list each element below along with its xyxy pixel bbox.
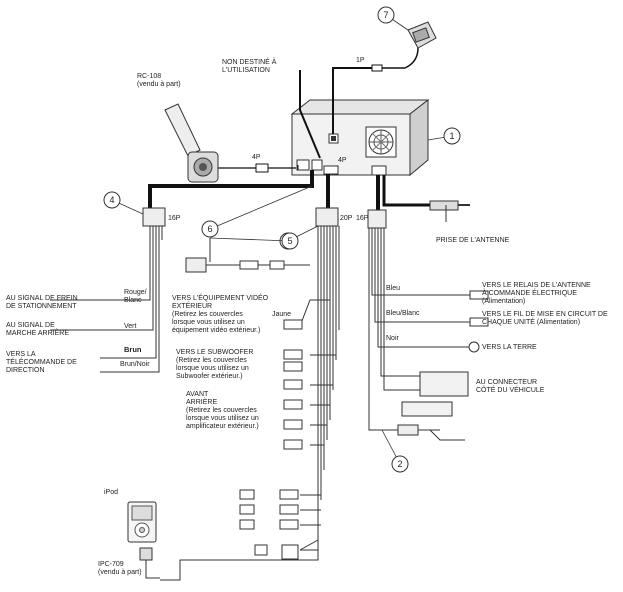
callout-5: 5 bbox=[209, 232, 299, 250]
part5-cable bbox=[185, 238, 310, 273]
label-bleu-blanc: Bleu/Blanc bbox=[386, 310, 420, 317]
callouts: 1234567 bbox=[103, 6, 461, 473]
label-vert: Vert bbox=[124, 323, 137, 330]
wire-bundle-center bbox=[160, 226, 340, 581]
right-terminals bbox=[397, 290, 489, 441]
label-subwoofer: VERS LE SUBWOOFER(Retirez les couvercles… bbox=[176, 349, 253, 380]
label-jaune: Jaune bbox=[272, 311, 291, 318]
svg-text:6: 6 bbox=[207, 224, 212, 234]
label-conn-4p-main: 4P bbox=[338, 157, 347, 164]
svg-text:7: 7 bbox=[383, 10, 388, 20]
label-conn-16p-right: 16P bbox=[356, 215, 369, 222]
callout-2: 2 bbox=[381, 429, 409, 473]
label-brun: Brun bbox=[124, 345, 142, 354]
rc-108-remote bbox=[164, 103, 219, 183]
main-cables bbox=[148, 47, 430, 212]
label-noir: Noir bbox=[386, 335, 400, 342]
rca-connectors bbox=[239, 319, 303, 560]
svg-text:4: 4 bbox=[109, 195, 114, 205]
svg-text:5: 5 bbox=[287, 236, 292, 246]
head-unit bbox=[290, 98, 430, 177]
label-ipc: IPC-709(vendu à part) bbox=[98, 561, 142, 576]
ipod-device bbox=[127, 501, 157, 543]
connector-blocks bbox=[142, 207, 387, 229]
label-rouge-blanc: Rouge/Blanc bbox=[124, 289, 147, 304]
label-conn-20p: 20P bbox=[340, 215, 353, 222]
antenna-plug bbox=[429, 200, 470, 222]
label-conn-1p: 1P bbox=[356, 57, 365, 64]
label-rc: RC-108(vendu à part) bbox=[137, 73, 181, 88]
callout-1: 1 bbox=[427, 127, 461, 145]
ipc-709-cable bbox=[139, 547, 160, 579]
label-bleu: Bleu bbox=[386, 285, 400, 292]
callout-4: 4 bbox=[103, 191, 144, 215]
svg-text:1: 1 bbox=[449, 131, 454, 141]
svg-text:2: 2 bbox=[397, 459, 402, 469]
wire-bundle-right bbox=[368, 228, 470, 431]
callout-7: 7 bbox=[377, 6, 409, 31]
label-conn-4p-left: 4P bbox=[252, 154, 261, 161]
label-prise-antenne: PRISE DE L'ANTENNE bbox=[436, 237, 510, 244]
callout-6: 6 bbox=[201, 185, 313, 238]
label-terre: VERS LA TERRE bbox=[482, 344, 537, 351]
label-brun-noir: Brun/Noir bbox=[120, 361, 150, 368]
antenna-module bbox=[407, 21, 437, 49]
label-ipod: iPod bbox=[104, 489, 118, 496]
wire-bundle-left bbox=[50, 226, 163, 373]
label-conn-16p-left: 16P bbox=[168, 215, 181, 222]
